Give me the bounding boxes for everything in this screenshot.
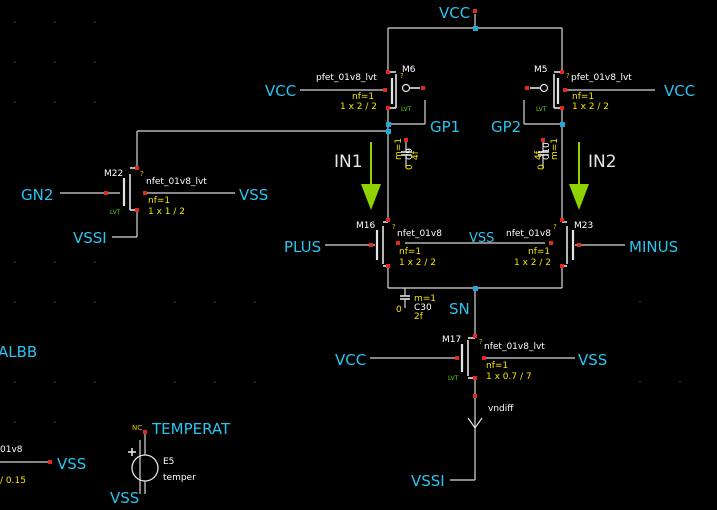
partial-model-left: 01v8 <box>0 445 23 455</box>
m5-model: pfet_01v8_lvt <box>571 73 632 83</box>
c10-zero: 0 <box>537 164 547 170</box>
m16-nf: nf=1 <box>399 247 421 257</box>
pin-in2[interactable]: IN2 <box>588 152 617 172</box>
c10-name: C10 <box>542 142 552 160</box>
c10-m: m=1 <box>550 138 560 160</box>
net-vcc-m5[interactable]: VCC <box>664 82 695 100</box>
c9-name: C9 <box>405 148 415 160</box>
net-vss-left[interactable]: VSS <box>57 455 86 473</box>
in1-arrow-icon[interactable] <box>361 142 381 210</box>
m17-lvt: LVT <box>448 375 459 382</box>
m23-size: 1 x 2 / 2 <box>514 258 551 268</box>
m6-name: M6 <box>402 65 416 75</box>
partial-size-left: / 0.15 <box>0 476 26 486</box>
net-gn2[interactable]: GN2 <box>21 186 53 204</box>
net-vssi-bottom[interactable]: VSSI <box>411 472 445 490</box>
m16-size: 1 x 2 / 2 <box>399 258 436 268</box>
m23-model: nfet_01v8 <box>506 229 551 239</box>
c30-name: C30 <box>414 303 432 313</box>
m22-lvt: LVT <box>110 209 121 216</box>
c30-zero: 0 <box>396 305 402 315</box>
transistor-m23[interactable]: ? M23 nfet_01v8 nf=1 1 x 2 / 2 <box>506 218 625 268</box>
capacitor-c30[interactable]: m=1 C30 2f 0 <box>396 294 436 322</box>
net-sn[interactable]: SN <box>449 300 470 318</box>
m22-pin-mark: ? <box>140 170 144 178</box>
net-vcc-m6[interactable]: VCC <box>265 82 296 100</box>
grid-dots <box>14 21 681 423</box>
m6-size: 1 x 2 / 2 <box>340 102 377 112</box>
net-albb[interactable]: ALBB <box>0 343 37 361</box>
net-gp1[interactable]: GP1 <box>430 118 460 136</box>
transistor-m16[interactable]: ? M16 nfet_01v8 nf=1 1 x 2 / 2 <box>325 218 442 268</box>
net-vss-m22[interactable]: VSS <box>239 186 268 204</box>
c10-value: 4f <box>534 150 544 160</box>
e5-nc: NC <box>132 424 142 432</box>
m6-model: pfet_01v8_lvt <box>316 73 377 83</box>
c9-zero: 0 <box>405 164 415 170</box>
c30-m: m=1 <box>414 294 436 304</box>
vndiff-label: vndiff <box>488 404 514 414</box>
m16-pin-mark: ? <box>392 223 396 231</box>
m5-pin-mark: ? <box>566 72 570 80</box>
m5-size: 1 x 2 / 2 <box>572 102 609 112</box>
transistor-m17[interactable]: ? M17 nfet_01v8_lvt nf=1 1 x 0.7 / 7 LVT <box>370 334 575 382</box>
m17-model: nfet_01v8_lvt <box>484 342 545 352</box>
net-temperat[interactable]: TEMPERAT <box>151 420 231 438</box>
source-e5[interactable]: NC E5 temper <box>128 424 196 494</box>
net-vssi-m22[interactable]: VSSI <box>73 229 107 247</box>
vndiff-probe[interactable]: vndiff <box>467 394 514 432</box>
net-vss-mid[interactable]: VSS <box>469 231 494 246</box>
transistor-m22[interactable]: ? M22 nfet_01v8_lvt nf=1 1 x 1 / 2 LVT <box>60 166 235 238</box>
transistor-m5[interactable]: ? M5 pfet_01v8_lvt nf=1 1 x 2 / 2 LVT <box>525 65 655 113</box>
m16-model: nfet_01v8 <box>397 229 442 239</box>
e5-name: E5 <box>163 457 174 467</box>
m6-nf: nf=1 <box>352 92 374 102</box>
m23-name: M23 <box>574 221 593 231</box>
m23-pin-mark: ? <box>553 223 557 231</box>
capacitor-c10[interactable]: 4f C10 m=1 0 <box>534 138 560 170</box>
m17-name: M17 <box>442 335 461 345</box>
m23-nf: nf=1 <box>528 247 550 257</box>
m5-nf: nf=1 <box>572 92 594 102</box>
net-vcc-m17[interactable]: VCC <box>335 351 366 369</box>
transistor-m6[interactable]: ? M6 pfet_01v8_lvt nf=1 1 x 2 / 2 LVT <box>300 65 425 113</box>
net-vss-m17[interactable]: VSS <box>578 351 607 369</box>
net-minus[interactable]: MINUS <box>629 238 678 256</box>
m17-pin-mark: ? <box>479 338 483 346</box>
m5-lvt: LVT <box>536 106 547 113</box>
m22-name: M22 <box>104 169 123 179</box>
m17-nf: nf=1 <box>486 361 508 371</box>
net-gp2[interactable]: GP2 <box>491 118 521 136</box>
net-plus[interactable]: PLUS <box>284 238 321 256</box>
e5-model: temper <box>163 473 196 483</box>
c9-m: m=1 <box>394 138 404 160</box>
m5-name: M5 <box>534 65 548 75</box>
junction-dots <box>48 9 565 464</box>
c30-value: 2f <box>414 312 424 322</box>
m22-model: nfet_01v8_lvt <box>146 177 207 187</box>
net-vss-e5[interactable]: VSS <box>110 489 139 507</box>
m17-size: 1 x 0.7 / 7 <box>486 372 532 382</box>
m22-size: 1 x 1 / 2 <box>148 207 185 217</box>
net-vcc-top[interactable]: VCC <box>439 4 470 22</box>
m6-pin-mark: ? <box>400 72 404 80</box>
m16-name: M16 <box>356 221 375 231</box>
pin-in1[interactable]: IN1 <box>334 152 363 172</box>
capacitor-c9[interactable]: m=1 C9 4f 0 <box>394 138 421 170</box>
c9-value: 4f <box>411 150 421 160</box>
m6-lvt: LVT <box>401 106 412 113</box>
in2-arrow-icon[interactable] <box>569 142 589 210</box>
m22-nf: nf=1 <box>148 196 170 206</box>
